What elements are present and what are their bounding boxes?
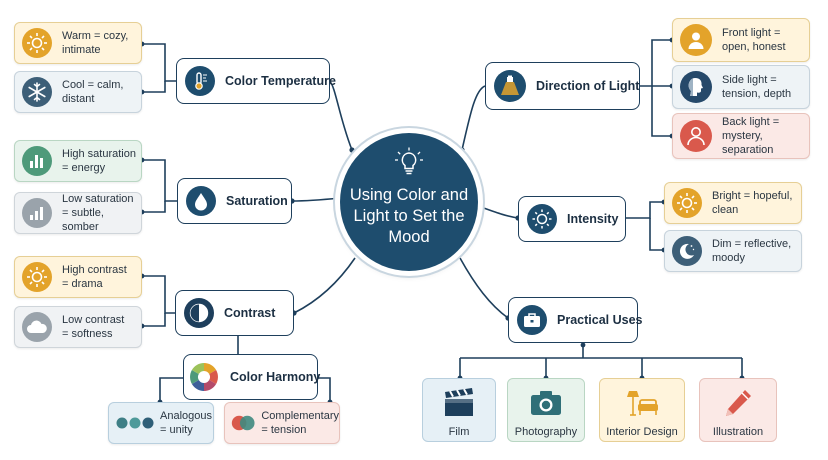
branch-color-temperature[interactable]: Color Temperature — [176, 58, 336, 104]
camera-icon — [531, 391, 561, 415]
bar-chart-icon — [22, 198, 52, 228]
use-photography[interactable]: Photography — [507, 378, 585, 442]
lightbulb-icon — [395, 147, 423, 175]
leaf-text: Low contrast = softness — [62, 314, 125, 340]
branch-contrast[interactable]: Contrast — [175, 290, 294, 336]
use-illustration[interactable]: Illustration — [699, 378, 777, 442]
branch-direction-of-light[interactable]: Direction of Light — [485, 62, 640, 110]
leaf-text: Side light = tension, depth — [722, 74, 792, 100]
leaf-low-contrast: Low contrast = softness — [14, 306, 142, 348]
use-label: Photography — [514, 426, 578, 438]
thermometer-icon — [185, 66, 215, 96]
leaf-low-saturation: Low saturation = subtle, somber — [14, 192, 142, 234]
branch-label: Color Harmony — [230, 370, 321, 384]
leaf-text: Analogous = unity — [160, 410, 212, 436]
leaf-back-light: Back light = mystery, separation — [672, 113, 810, 159]
pencil-icon — [726, 390, 751, 416]
branch-saturation[interactable]: Saturation — [177, 178, 292, 224]
leaf-text: Dim = reflective, moody — [712, 238, 792, 264]
leaf-high-saturation: High saturation = energy — [14, 140, 142, 182]
leaf-complementary: Complementary = tension — [224, 402, 340, 444]
leaf-warm: Warm = cozy, intimate — [14, 22, 142, 64]
snowflake-icon — [22, 77, 52, 107]
leaf-bright: Bright = hopeful, clean — [664, 182, 802, 224]
use-film[interactable]: Film — [422, 378, 496, 442]
sun-icon — [672, 188, 702, 218]
leaf-text: Back light = mystery, separation — [722, 116, 780, 156]
sun-icon — [22, 262, 52, 292]
leaf-high-contrast: High contrast = drama — [14, 256, 142, 298]
branch-label: Color Temperature — [225, 74, 336, 88]
leaf-analogous: Analogous = unity — [108, 402, 214, 444]
person-icon — [680, 120, 712, 152]
sun-icon — [22, 28, 52, 58]
center-topic: Using Color and Light to Set the Mood — [340, 133, 478, 271]
leaf-text: Warm = cozy, intimate — [62, 30, 129, 56]
branch-label: Saturation — [226, 194, 288, 208]
briefcase-icon — [517, 305, 547, 335]
use-interior-design[interactable]: Interior Design — [599, 378, 685, 442]
half-circle-icon — [184, 298, 214, 328]
leaf-text: Front light = open, honest — [722, 27, 786, 53]
branch-color-harmony[interactable]: Color Harmony — [183, 354, 321, 400]
center-title: Using Color and Light to Set the Mood — [349, 186, 469, 246]
leaf-side-light: Side light = tension, depth — [672, 65, 810, 109]
clapperboard-icon — [445, 388, 473, 416]
lamp-armchair-icon — [627, 391, 658, 416]
overlap-circles-icon — [231, 415, 255, 431]
branch-intensity[interactable]: Intensity — [518, 196, 626, 242]
branch-label: Contrast — [224, 306, 276, 320]
leaf-text: Complementary = tension — [261, 410, 339, 436]
leaf-cool: Cool = calm, distant — [14, 71, 142, 113]
person-icon — [680, 24, 712, 56]
leaf-dim: Dim = reflective, moody — [664, 230, 802, 272]
cloud-icon — [22, 312, 52, 342]
use-label: Film — [448, 426, 470, 438]
droplet-icon — [186, 186, 216, 216]
circles-icon — [116, 417, 154, 429]
branch-label: Direction of Light — [536, 79, 640, 93]
use-label: Interior Design — [606, 426, 678, 438]
leaf-text: High saturation = energy — [62, 148, 136, 174]
branch-label: Intensity — [567, 212, 619, 226]
moon-icon — [672, 236, 702, 266]
sun-icon — [527, 204, 557, 234]
bar-chart-icon — [22, 146, 52, 176]
profile-icon — [680, 71, 712, 103]
leaf-text: Bright = hopeful, clean — [712, 190, 793, 216]
leaf-text: High contrast = drama — [62, 264, 127, 290]
color-wheel-icon — [188, 361, 220, 393]
leaf-text: Low saturation = subtle, somber — [62, 193, 134, 233]
use-label: Illustration — [712, 426, 764, 438]
spotlight-icon — [494, 70, 526, 102]
branch-label: Practical Uses — [557, 313, 643, 327]
leaf-text: Cool = calm, distant — [62, 79, 124, 105]
leaf-front-light: Front light = open, honest — [672, 18, 810, 62]
branch-practical-uses[interactable]: Practical Uses — [508, 297, 642, 343]
